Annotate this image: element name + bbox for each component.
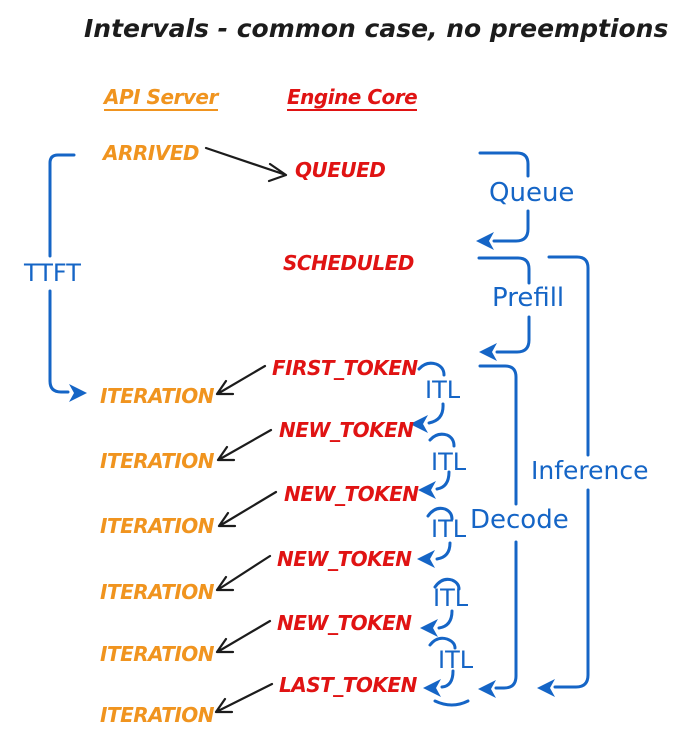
itl-bracket-2 <box>418 432 456 499</box>
interval-label-ttft: TTFT <box>24 259 81 287</box>
event-new-token-1: NEW_TOKEN <box>279 418 414 442</box>
itl-bracket-1 <box>410 361 446 433</box>
event-queued: QUEUED <box>295 158 386 182</box>
arrow-arrived-to-queued <box>204 146 288 183</box>
event-iteration-5: ITERATION <box>100 642 215 666</box>
diagram-title: Intervals - common case, no preemptions <box>84 14 669 43</box>
itl-bracket-4 <box>420 577 461 637</box>
decode-bracket <box>478 364 518 698</box>
arrow-new-token-1-to-iteration <box>216 428 273 462</box>
event-first-token: FIRST_TOKEN <box>272 356 418 380</box>
event-iteration-6: ITERATION <box>100 703 215 727</box>
arrow-new-token-4-to-iteration <box>215 619 272 654</box>
column-header-api-server: API Server <box>104 85 218 111</box>
ttft-bracket <box>48 153 87 402</box>
interval-label-itl-1: ITL <box>425 376 461 404</box>
interval-label-inference: Inference <box>531 456 649 485</box>
event-scheduled: SCHEDULED <box>283 251 414 275</box>
event-iteration-4: ITERATION <box>100 580 215 604</box>
event-arrived: ARRIVED <box>103 141 199 165</box>
interval-label-itl-5: ITL <box>438 646 474 674</box>
interval-label-prefill: Prefill <box>492 283 565 313</box>
prefill-bracket <box>477 256 531 361</box>
interval-label-queue: Queue <box>489 178 575 208</box>
itl-bracket-5 <box>423 636 470 707</box>
column-header-engine-core: Engine Core <box>287 85 418 111</box>
interval-label-itl-4: ITL <box>433 584 469 612</box>
arrow-first-token-to-iteration <box>215 364 267 396</box>
event-iteration-3: ITERATION <box>100 514 215 538</box>
interval-label-itl-3: ITL <box>431 515 467 543</box>
event-new-token-3: NEW_TOKEN <box>277 547 412 571</box>
interval-label-decode: Decode <box>470 505 569 535</box>
arrow-last-token-to-iteration <box>214 682 274 714</box>
arrow-new-token-2-to-iteration <box>217 490 278 528</box>
event-new-token-2: NEW_TOKEN <box>284 482 419 506</box>
event-iteration-2: ITERATION <box>100 449 215 473</box>
event-new-token-4: NEW_TOKEN <box>277 611 412 635</box>
interval-label-itl-2: ITL <box>431 448 467 476</box>
event-iteration-1: ITERATION <box>100 384 215 408</box>
inference-bracket <box>537 255 590 697</box>
queue-bracket <box>476 151 530 250</box>
itl-bracket-3 <box>417 506 454 568</box>
arrow-new-token-3-to-iteration <box>215 554 272 592</box>
event-last-token: LAST_TOKEN <box>279 673 417 697</box>
